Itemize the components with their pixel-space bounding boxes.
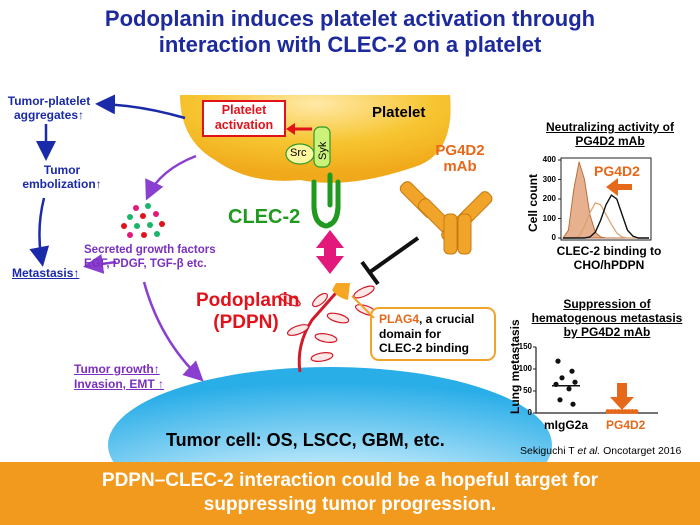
tumor-growth-line-1: Tumor growth↑ [74,362,160,376]
plag4-domain [332,283,350,300]
embolization-line-1: Tumor [43,163,81,177]
arrow-embolization-to-metastasis [29,197,50,267]
plag4-line-1-rest: , a crucial [419,312,475,326]
plag4-callout-box [370,307,496,361]
arrow-growth-factors-to-tumor [142,281,204,382]
clec2-label: CLEC-2 [228,206,301,228]
src-label: Src [290,147,307,159]
secreted-growth-factors-label: Secreted growth factors EGF, PDGF, TGF-β… [84,243,216,271]
platelet-activation-line-1: Platelet [221,103,267,117]
podoplanin-label: Podoplanin (PDPN) [196,290,300,334]
scatter-point-mIgG2a [559,375,565,381]
title-line-1: Podoplanin induces platelet activation t… [104,6,596,31]
scatter-point-mIgG2a [555,358,561,364]
syk-molecule [313,126,331,168]
platelet-label: Platelet [372,104,426,121]
syk-label: Syk [317,141,329,160]
histogram-title-line-1: Neutralizing activity of [545,120,675,134]
pg4d2-antibody [399,181,493,255]
tumor-embolization-label: Tumor embolization↑ [14,163,110,191]
scatter-point-mIgG2a [570,401,576,407]
arrow-growth-factors-to-metastasis [83,253,117,274]
scatter-point-mIgG2a [572,379,578,385]
scatter-title-line-3: by PG4D2 mAb [563,325,651,339]
plag4-name: PLAG4 [379,312,420,326]
histogram-xlabel-line-2: CHO/hPDPN [573,258,645,272]
scatter-ytick-label: 100 [518,364,532,373]
growth-factors-line-1: Secreted growth factors [84,244,216,256]
tumor-growth-line-2: Invasion, EMT ↑ [74,377,165,391]
inhibition-line [368,236,420,274]
growth-factors-line-2: EGF, PDGF, TGF-β etc. [84,258,207,270]
histogram-chart [558,157,652,241]
banner-line-1: PDPN–CLEC-2 interaction could be a hopef… [101,470,599,491]
plag4-line-3: CLEC-2 binding [379,341,469,355]
platelet-activation-box [202,100,286,137]
scatter-chart [533,346,658,414]
scatter-point-mIgG2a [569,368,575,374]
tumor-cell-label: Tumor cell: OS, LSCC, GBM, etc. [166,430,445,450]
page-title: Podoplanin induces platelet activation t… [0,6,700,58]
histogram-annotation: PG4D2 [594,163,640,179]
aggregates-line-2: aggregates↑ [13,108,85,122]
histogram-xlabel: CLEC-2 binding to CHO/hPDPN [548,244,670,272]
scatter-ytick-label: 50 [523,386,532,395]
pg4d2-line-2: mAb [443,158,477,175]
histogram-series-1 [563,202,649,239]
podoplanin-glycans [279,285,378,362]
metastasis-label: Metastasis↑ [12,266,80,280]
title-line-2: interaction with CLEC-2 on a platelet [158,32,542,57]
scatter-axes [535,347,658,414]
interaction-arrow [324,246,336,258]
podoplanin-chain [297,285,344,373]
histogram-title: Neutralizing activity of PG4D2 mAb [525,120,695,148]
citation-et-al: et al. [577,445,601,457]
scatter-group-mIgG2a: mIgG2a [544,418,589,432]
scatter-ytick-label: 0 [527,408,532,417]
growth-factor-dots [121,203,165,238]
scatter-title-line-2: hematogenous metastasis [531,311,683,325]
tumor-platelet-aggregates-label: Tumor-platelet aggregates↑ [2,94,96,122]
platelet-activation-line-2: activation [214,118,274,132]
citation: Sekiguchi T et al. Oncotarget 2016 [520,445,682,457]
plag4-callout-text: PLAG4, a crucial domain for CLEC-2 bindi… [379,312,474,356]
histogram-ytick-label: 300 [542,174,556,184]
scatter-point-mIgG2a [566,386,572,392]
histogram-ytick-label: 200 [542,194,556,203]
histogram-series-2 [563,194,649,239]
scatter-ytick-label: 150 [518,342,532,351]
histogram-xlabel-line-1: CLEC-2 binding to [556,244,662,258]
arrow-platelet-to-aggregates [95,94,186,120]
scatter-title-line-1: Suppression of [563,297,651,311]
banner-line-2: suppressing tumor progression. [203,494,497,515]
podoplanin-line-1: Podoplanin [196,290,300,311]
plag4-line-2: domain for [379,326,441,341]
scatter-group-pg4d2: PG4D2 [606,418,646,432]
aggregates-line-1: Tumor-platelet [7,94,91,108]
embolization-line-2: embolization↑ [22,177,102,191]
pg4d2-line-1: PG4D2 [435,142,485,159]
conclusion-banner: PDPN–CLEC-2 interaction could be a hopef… [0,462,700,525]
histogram-title-line-2: PG4D2 mAb [575,134,645,148]
histogram-ytick-label: 400 [542,155,556,164]
histogram-ytick-label: 0 [551,233,556,242]
scatter-point-mIgG2a [557,397,563,403]
arrow-platelet-to-growth-factors [145,154,197,201]
podoplanin-line-2: (PDPN) [213,312,279,333]
platelet-activation-label: Platelet activation [205,103,283,133]
tumor-growth-label: Tumor growth↑ Invasion, EMT ↑ [74,362,164,392]
histogram-ytick-label: 100 [542,213,556,223]
pg4d2-mab-label: PG4D2 mAb [430,143,490,175]
scatter-title: Suppression of hematogenous metastasis b… [512,297,700,339]
